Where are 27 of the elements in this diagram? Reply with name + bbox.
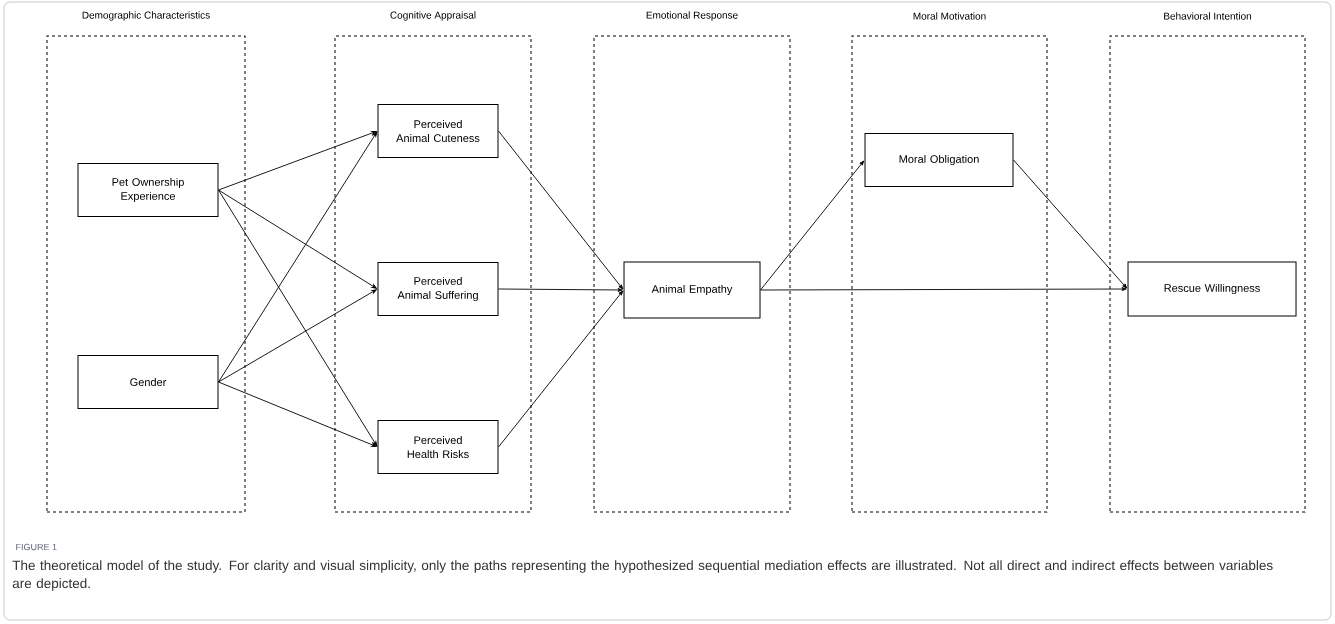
node-label: Cognitive Appraisal [390,11,476,21]
variable-box: Perceived Animal Suffering [377,262,499,316]
arrow [498,288,623,292]
variable-box: Pet Ownership Experience [77,163,219,217]
node-label: Emotional Response [646,11,738,21]
node-label: Moral Motivation [913,12,986,20]
variable-box: Animal Empathy [623,261,761,319]
variable-box: Moral Obligation [864,133,1014,187]
arrow [218,131,377,191]
arrow [218,131,378,383]
node-label: Demographic Characteristics [82,11,210,21]
node-label: Behavioral Intention [1164,12,1252,20]
arrow [498,130,624,290]
figure-label: FIGURE 1 [16,543,57,551]
variable-box: Perceived Animal Cuteness [377,104,499,158]
arrow [218,189,378,447]
arrow [218,289,377,383]
variable-box: Perceived Health Risks [377,420,499,474]
arrow [760,160,865,291]
caption: The theoretical model of the study. For clarity and visual simplicity, only the paths representing the hypothesized sequential mediation effects are illustrated. Not all direct and indirect effects between variables are depicted. [12,560,1273,591]
variable-box: Rescue Willingness [1127,261,1297,317]
arrow [218,381,377,447]
arrow [498,290,624,448]
arrow [760,287,1127,291]
arrow [218,189,377,289]
variable-box: Gender [77,355,219,409]
arrow [1013,159,1128,289]
